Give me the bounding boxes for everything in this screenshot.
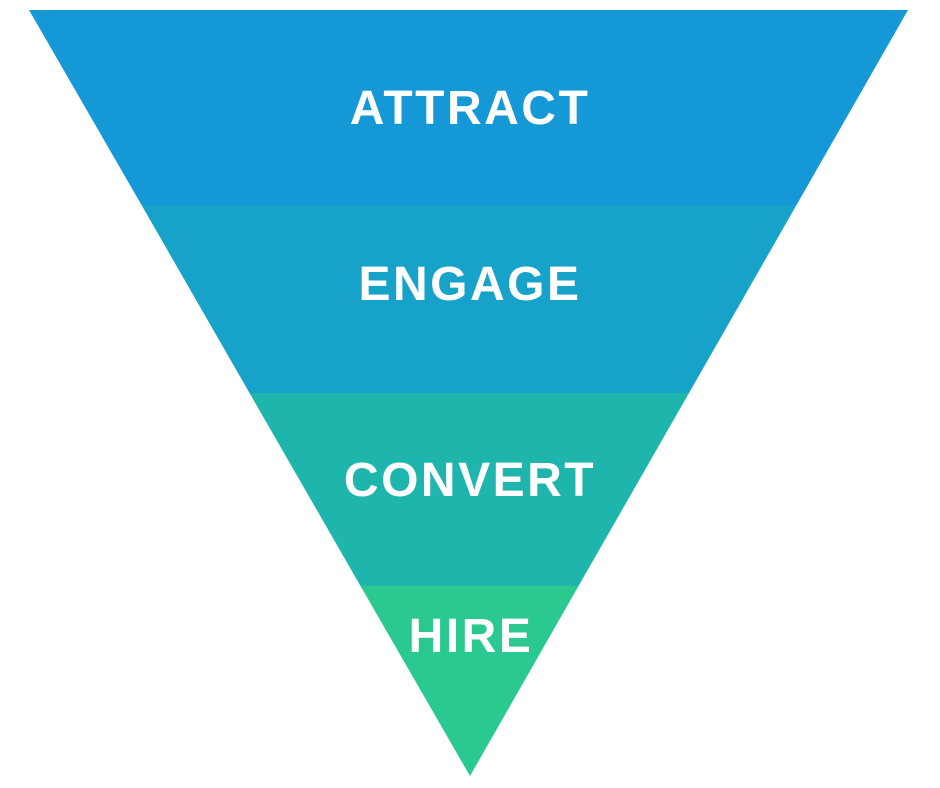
- funnel-segment-convert: [249, 393, 689, 586]
- funnel-label-attract: ATTRACT: [350, 82, 591, 135]
- funnel-segment-hire: [360, 586, 579, 776]
- funnel-segment-attract: [29, 10, 908, 205]
- funnel-label-engage: ENGAGE: [358, 258, 581, 311]
- funnel-label-convert: CONVERT: [344, 454, 596, 507]
- funnel-segment-engage: [141, 205, 797, 393]
- funnel-label-hire: HIRE: [409, 610, 534, 663]
